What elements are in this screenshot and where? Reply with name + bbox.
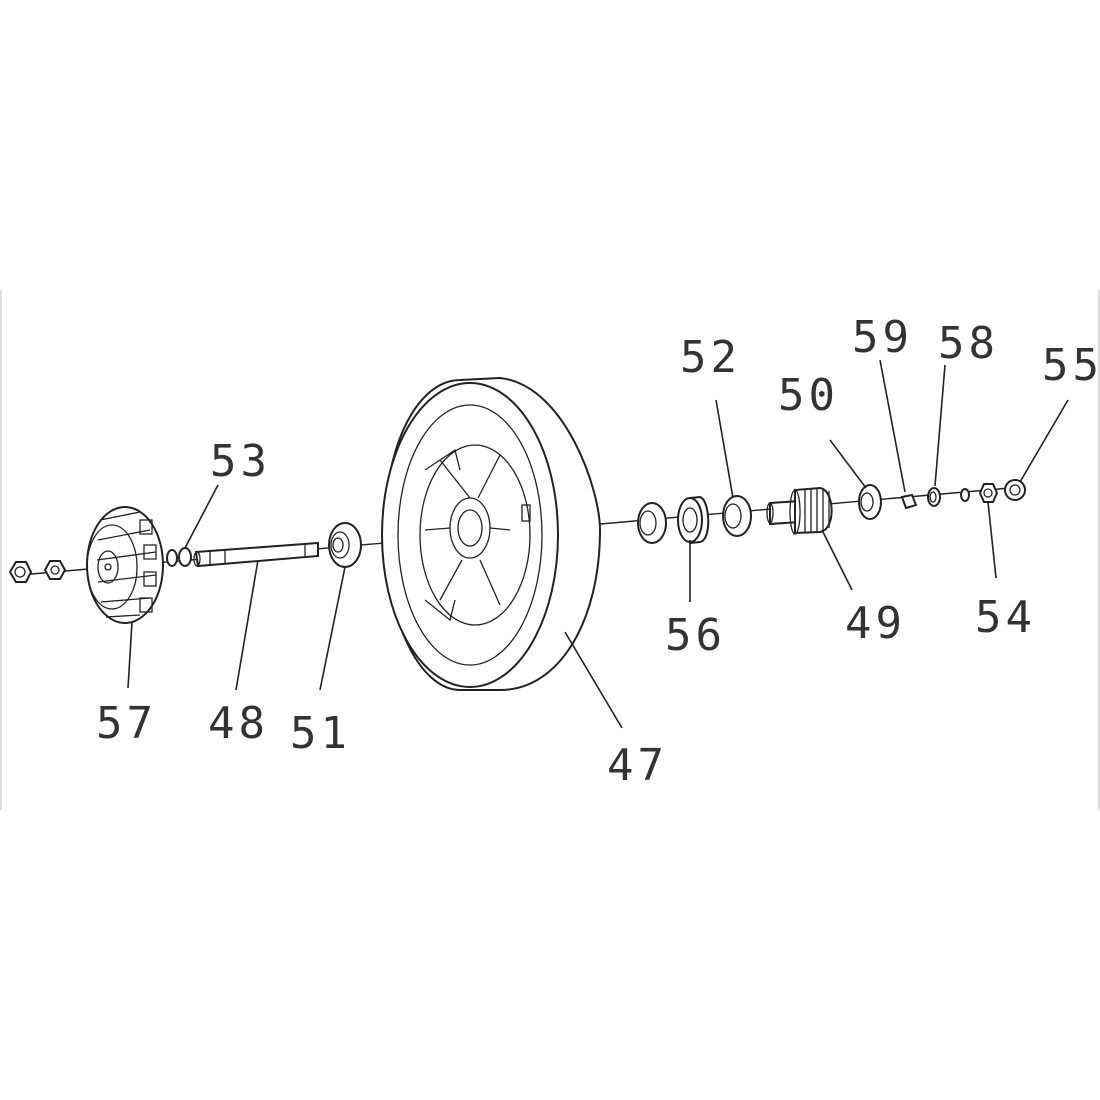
- callout-47: 47: [607, 740, 668, 791]
- leader-48: [235, 559, 259, 691]
- part-left-nut: [8, 561, 33, 583]
- leader-52: [715, 399, 734, 499]
- callout-57: 57: [96, 698, 157, 749]
- leader-50: [829, 439, 867, 489]
- callout-51: 51: [290, 708, 351, 759]
- callout-54: 54: [975, 592, 1036, 643]
- part-56-spacer: [677, 495, 710, 545]
- callout-50: 50: [778, 370, 839, 421]
- leader-58: [934, 364, 946, 487]
- leader-54: [987, 501, 997, 579]
- leader-57: [127, 621, 133, 689]
- part-51-bearing: [328, 522, 362, 568]
- part-52-bearing: [722, 495, 752, 537]
- part-57-hub: [86, 506, 164, 624]
- part-small-ring: [960, 488, 970, 502]
- callout-53: 53: [210, 436, 271, 487]
- part-48-axle: [193, 541, 319, 568]
- part-49-threaded-hub: [766, 486, 833, 535]
- callout-56: 56: [665, 610, 726, 661]
- callout-52: 52: [680, 332, 741, 383]
- callout-59: 59: [852, 312, 913, 363]
- part-54-nut: [978, 483, 999, 503]
- leader-51: [319, 566, 346, 691]
- leader-47: [564, 631, 623, 729]
- leader-59: [879, 359, 906, 493]
- part-47-wheel: [381, 376, 602, 691]
- callout-55: 55: [1042, 340, 1100, 391]
- part-58-washer: [927, 487, 941, 507]
- leader-55: [1019, 399, 1069, 483]
- leader-49: [821, 529, 853, 591]
- part-55-cap-nut: [1004, 479, 1026, 501]
- leader-53: [184, 484, 219, 549]
- part-bearing-pair: [637, 502, 667, 544]
- part-59-key: [900, 493, 918, 510]
- part-left-washer: [43, 560, 67, 580]
- part-53-snap-rings: [166, 547, 192, 567]
- part-50-bearing: [858, 484, 882, 520]
- callout-58: 58: [938, 318, 999, 369]
- callout-48: 48: [208, 698, 269, 749]
- callout-49: 49: [845, 598, 906, 649]
